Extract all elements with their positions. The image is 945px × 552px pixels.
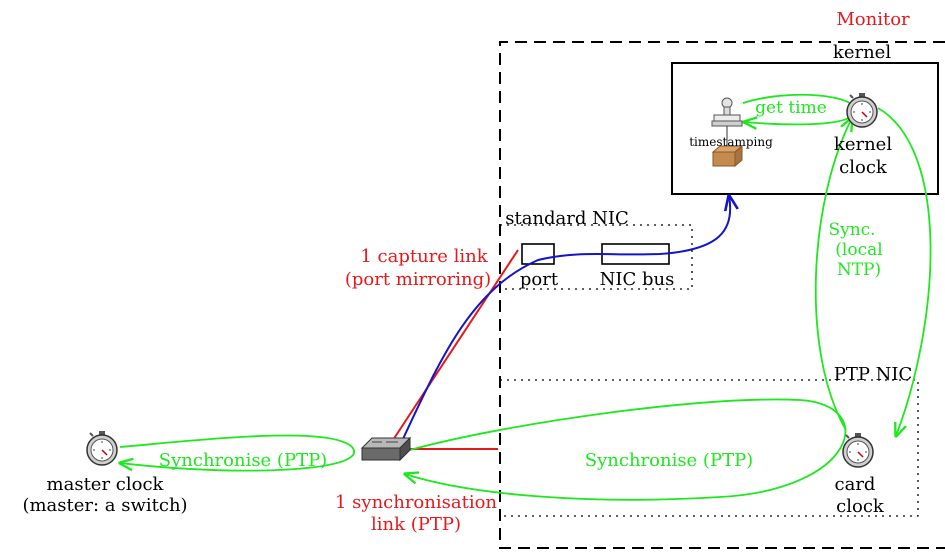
kernel-box (671, 62, 939, 195)
master-stopwatch-icon (86, 430, 118, 466)
synchronise-right-label: Synchronise (PTP) (585, 450, 753, 471)
card-clock-label-1: card (835, 474, 876, 495)
card-stopwatch-icon (842, 432, 874, 468)
package-icon (711, 144, 744, 168)
capture-link-red (392, 249, 519, 441)
ntp-sync-down (877, 107, 932, 436)
ptp-nic-box (500, 379, 919, 517)
standard-nic-label: standard NIC (505, 208, 629, 229)
sync-local-label-3: NTP) (837, 260, 881, 280)
master-clock-label-2: (master: a switch) (22, 495, 187, 516)
sync-loop-right (405, 398, 847, 501)
switch-icon (360, 436, 412, 462)
sync-loop-left (120, 434, 355, 472)
master-clock-label-1: master clock (47, 474, 165, 495)
capture-link-blue (401, 196, 730, 442)
monitor-label: Monitor (836, 9, 910, 30)
sync-local-label-1: Sync. (828, 220, 875, 240)
get-time-label: get time (755, 98, 827, 118)
kernel-label: kernel (833, 42, 891, 63)
synchronise-left-label: Synchronise (PTP) (159, 450, 327, 471)
sync-local-label-2: (local (835, 240, 882, 260)
kernel-stopwatch-icon (846, 92, 878, 128)
nic-bus-label: NIC bus (600, 269, 675, 290)
port-label: port (520, 269, 559, 290)
port-box (521, 243, 555, 265)
timestamping-label: timestamping (689, 135, 773, 149)
kernel-clock-label-2: clock (839, 157, 888, 178)
standard-nic-box (500, 224, 693, 290)
kernel-clock-label-1: kernel (834, 134, 892, 155)
capture-link-label-2: (port mirroring) (345, 269, 491, 290)
stamp-icon (711, 97, 743, 150)
ptp-nic-label: PTP NIC (834, 364, 913, 385)
ntp-sync-up (814, 118, 852, 431)
capture-link-label-1: 1 capture link (360, 246, 488, 267)
sync-link-label-1: 1 synchronisation (335, 492, 497, 513)
sync-link-label-2: link (PTP) (371, 514, 461, 535)
card-clock-label-2: clock (836, 496, 885, 517)
